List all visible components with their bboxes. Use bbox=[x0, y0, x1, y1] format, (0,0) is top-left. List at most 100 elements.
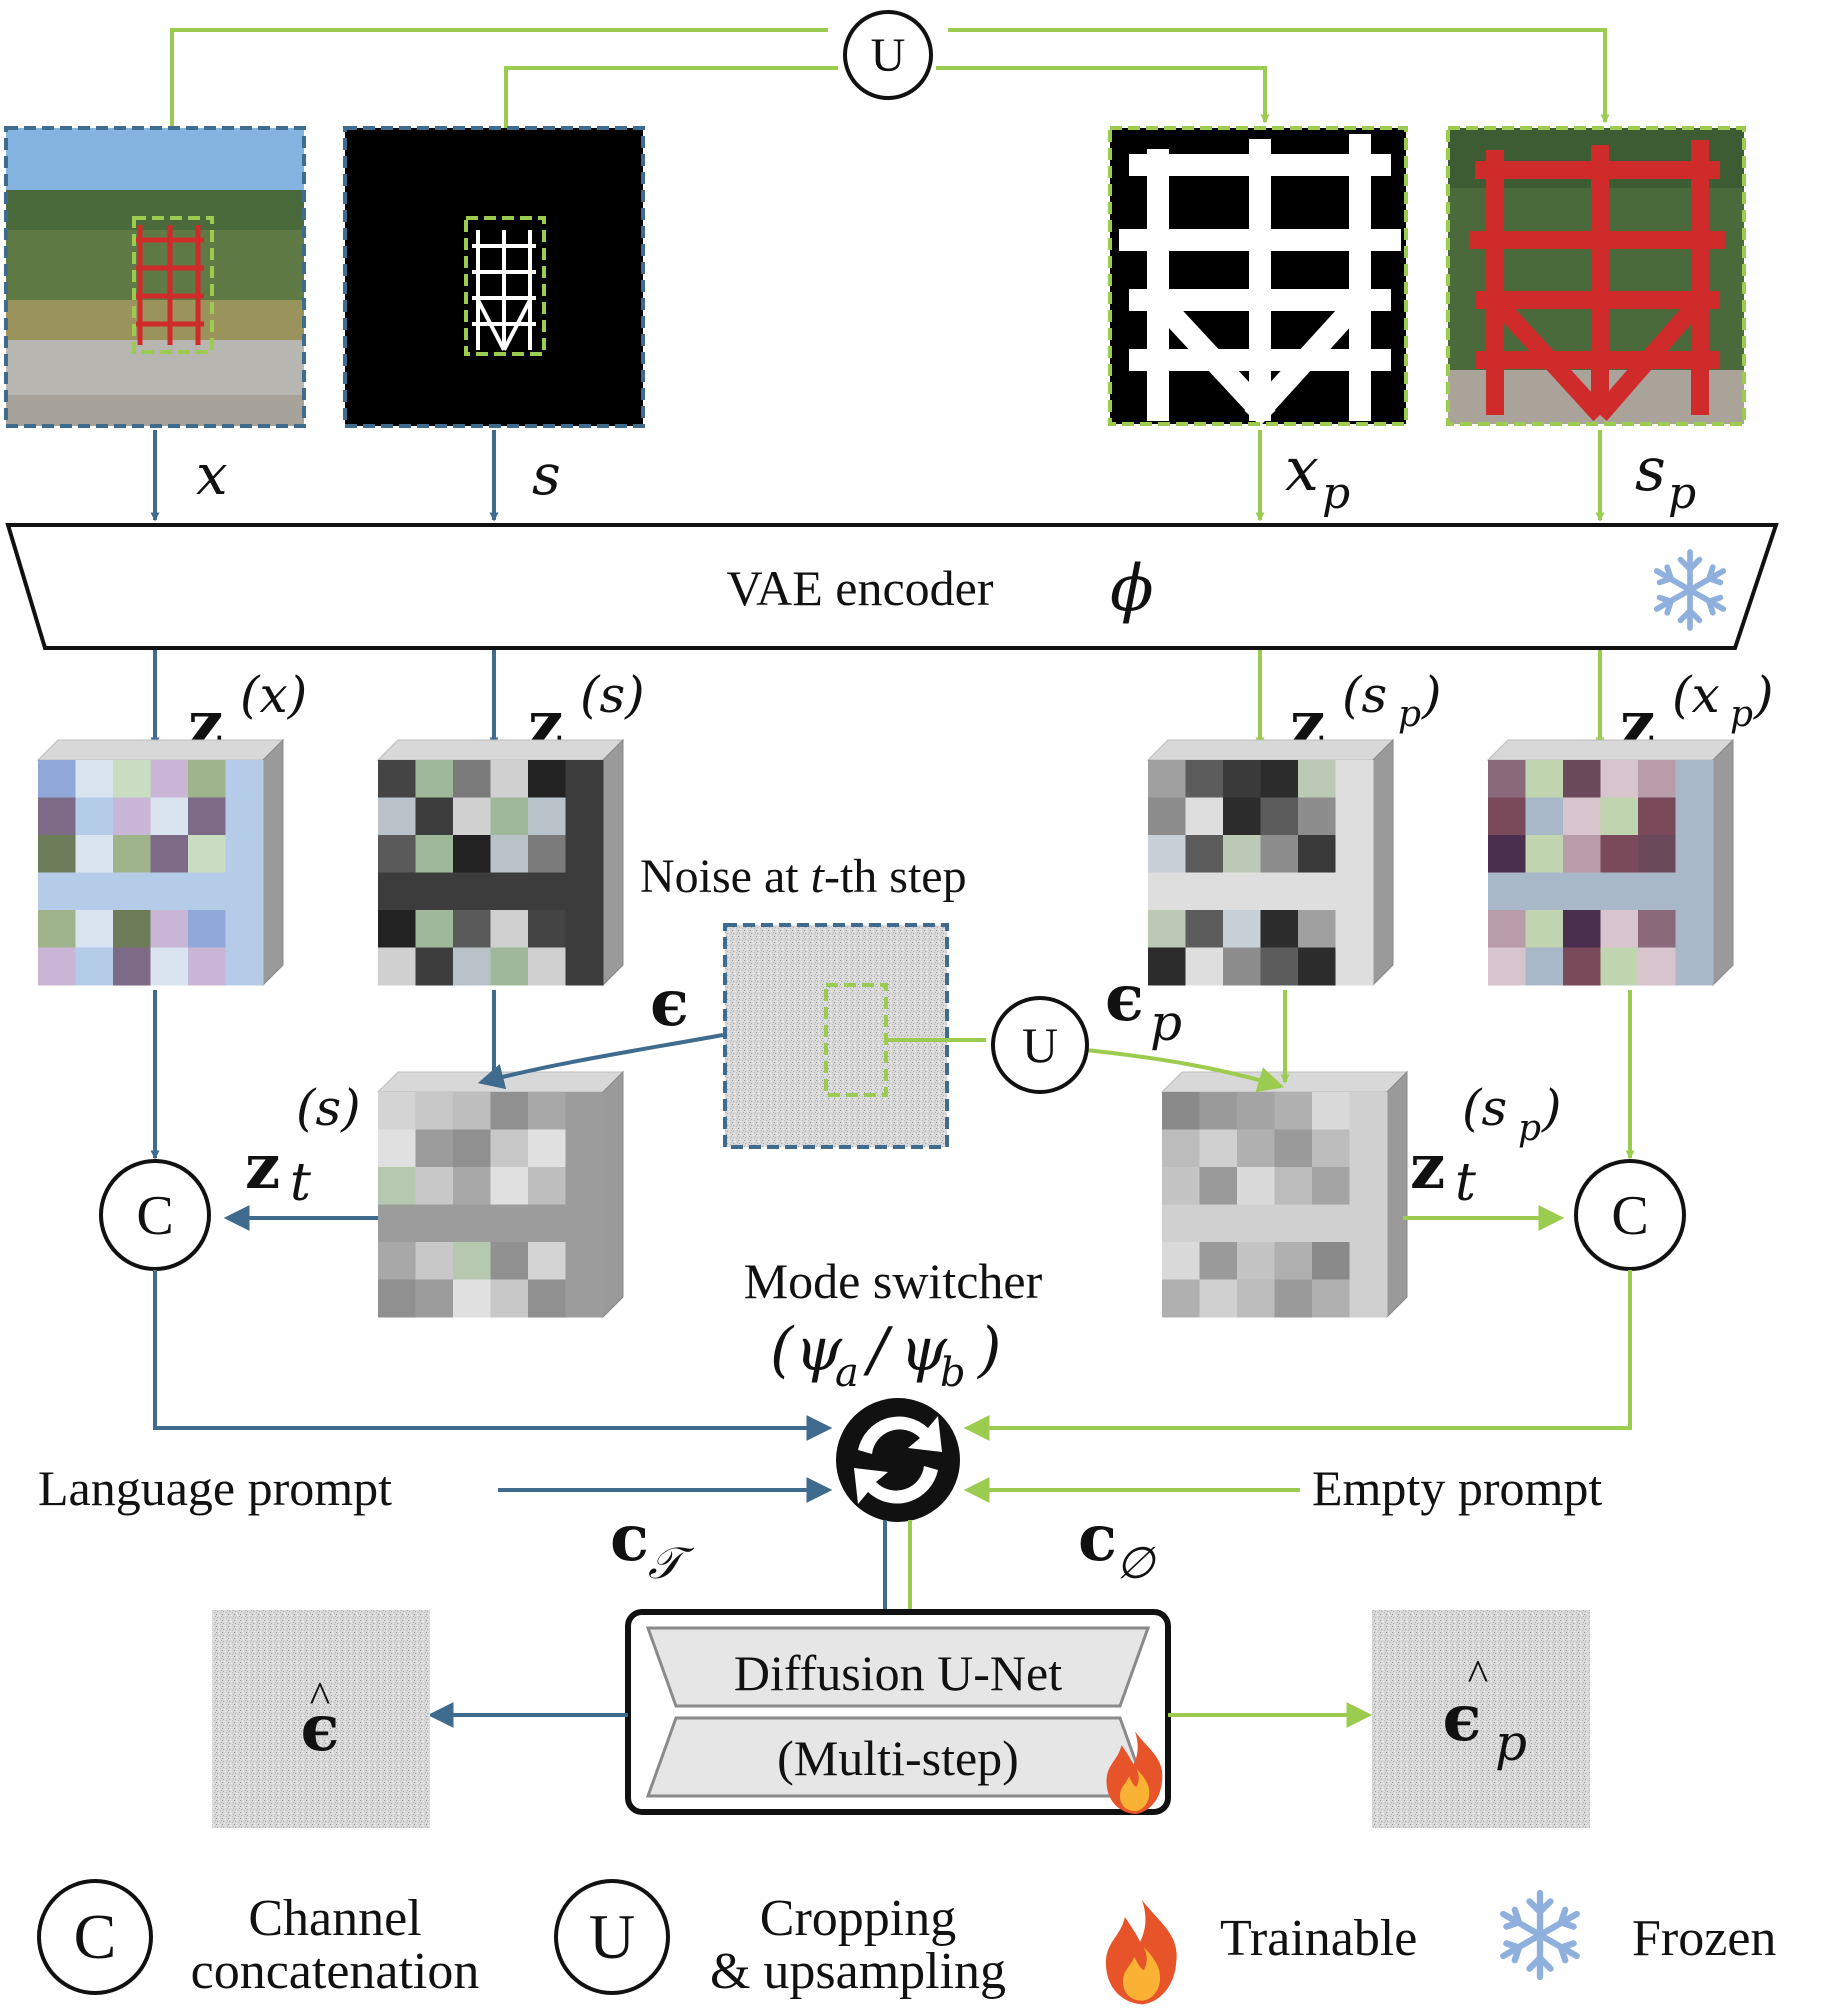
label-x-p: x p bbox=[1285, 435, 1350, 519]
latent-label-z-x-p: z (x p ) bbox=[1620, 666, 1774, 760]
concat-node-left-label: C bbox=[136, 1185, 173, 1247]
label-x-p-base: x bbox=[1285, 435, 1319, 505]
output-eps-p-hat: ϵ p ^ bbox=[1372, 1610, 1590, 1828]
output-eps-hat-accent: ^ bbox=[310, 1673, 331, 1722]
zt-sp-close: ) bbox=[1541, 1079, 1562, 1137]
zt-sp-base: z bbox=[1410, 1130, 1445, 1203]
c-T-base: c bbox=[610, 1501, 649, 1576]
latent-z-xp-close: ) bbox=[1753, 666, 1774, 724]
eps-p-sub: p bbox=[1150, 994, 1182, 1052]
noisy-latent-cube-s bbox=[376, 1070, 625, 1319]
latent-label-z-x: z (x) bbox=[188, 666, 307, 760]
mode-formula-psi-b: ψ bbox=[900, 1315, 948, 1385]
output-eps-p-hat-accent: ^ bbox=[1468, 1651, 1489, 1700]
upsample-node-mid: U bbox=[991, 996, 1089, 1094]
diffusion-unet: Diffusion U-Net (Multi-step) bbox=[625, 1609, 1171, 1815]
zt-sp-subsub: p bbox=[1518, 1108, 1541, 1149]
legend-fire-icon bbox=[1105, 1899, 1177, 2005]
legend-concat-line2: concatenation bbox=[191, 1943, 480, 2000]
legend-concat-line1: Channel bbox=[248, 1890, 421, 1947]
unet-line1: Diffusion U-Net bbox=[734, 1645, 1062, 1701]
mode-formula-sub-a: a bbox=[835, 1350, 859, 1396]
latent-z-sp-close: ) bbox=[1421, 666, 1442, 724]
label-s: s bbox=[532, 443, 561, 508]
legend-upsample-line2: & upsampling bbox=[710, 1943, 1006, 2000]
eps-p-base: ϵ bbox=[1105, 961, 1144, 1036]
concat-node-right: C bbox=[1574, 1159, 1686, 1271]
label-x: x bbox=[196, 443, 228, 508]
switcher-input-arrows bbox=[153, 1270, 1632, 1612]
zt-s-sup: (s) bbox=[296, 1079, 361, 1137]
latent-cube-x bbox=[36, 738, 285, 987]
c-empty-label: c ∅ bbox=[1078, 1501, 1156, 1589]
output-eps-p-hat-symbol: ϵ bbox=[1443, 1681, 1482, 1756]
label-s-p-base: s bbox=[1635, 435, 1666, 505]
latent-z-sp-sup: (s bbox=[1342, 666, 1387, 724]
latent-z-x-sup: (x) bbox=[240, 666, 307, 724]
legend: C Channel concatenation U Cropping & ups… bbox=[37, 1879, 1776, 2005]
input-image-s-p bbox=[1446, 126, 1746, 426]
label-s-p-sub: p bbox=[1668, 468, 1696, 519]
zt-sp-sub: t bbox=[1455, 1153, 1476, 1213]
zt-sp-sup: (s bbox=[1462, 1079, 1507, 1137]
latent-z-sp-subsub: p bbox=[1398, 694, 1421, 735]
noise-title: Noise at t-th step bbox=[640, 850, 967, 903]
c-T-label: c 𝒯 bbox=[610, 1501, 695, 1589]
noise-title-t: t bbox=[811, 850, 826, 903]
legend-frozen-label: Frozen bbox=[1632, 1910, 1776, 1967]
noise-title-before: Noise at bbox=[640, 850, 811, 903]
legend-trainable: Trainable bbox=[1105, 1899, 1417, 2005]
input-image-x bbox=[4, 126, 306, 428]
c-empty-sub: ∅ bbox=[1116, 1538, 1156, 1589]
encoder-input-arrows bbox=[150, 430, 1605, 522]
output-eps-hat-symbol: ϵ bbox=[301, 1691, 340, 1766]
noise-box bbox=[723, 923, 949, 1149]
empty-prompt-label: Empty prompt bbox=[1312, 1460, 1602, 1516]
latent-cube-s bbox=[376, 738, 625, 987]
input-image-x-p bbox=[1108, 126, 1408, 426]
language-prompt-label: Language prompt bbox=[38, 1460, 392, 1516]
mode-switcher-icon bbox=[836, 1398, 960, 1522]
eps-arrow bbox=[477, 1033, 724, 1090]
legend-trainable-label: Trainable bbox=[1220, 1910, 1417, 1967]
legend-snowflake-icon bbox=[1503, 1893, 1577, 1977]
upsample-node-top: U bbox=[843, 10, 933, 100]
mode-formula-open: ( bbox=[770, 1315, 795, 1385]
encoder-output-arrows bbox=[150, 650, 1605, 747]
legend-upsample: U Cropping & upsampling bbox=[554, 1879, 1006, 2000]
upsample-node-top-label: U bbox=[871, 29, 906, 82]
noisy-latent-label-s: z t (s) bbox=[245, 1079, 361, 1213]
concat-node-left: C bbox=[99, 1159, 211, 1271]
latent-z-xp-subsub: p bbox=[1730, 694, 1753, 735]
zt-s-sub: t bbox=[290, 1153, 311, 1213]
eps-p-label: ϵ p bbox=[1105, 961, 1182, 1052]
mode-formula-close: ) bbox=[976, 1315, 1001, 1385]
latent-z-s-sup: (s) bbox=[580, 666, 645, 724]
eps-label: ϵ bbox=[650, 966, 689, 1041]
vae-encoder: VAE encoder ϕ bbox=[5, 523, 1779, 650]
legend-concat-symbol: C bbox=[74, 1901, 117, 1972]
upsample-node-mid-label: U bbox=[1022, 1017, 1058, 1073]
latent-cubes bbox=[36, 738, 1735, 1319]
output-eps-hat: ϵ ^ bbox=[212, 1610, 430, 1828]
latent-cube-s-p bbox=[1146, 738, 1395, 987]
latent-z-xp-sup: (x bbox=[1672, 666, 1720, 724]
latent-cube-x-p bbox=[1486, 738, 1735, 987]
mode-switcher-title: Mode switcher bbox=[744, 1253, 1043, 1309]
concat-node-right-label: C bbox=[1611, 1185, 1648, 1247]
legend-upsample-line1: Cropping bbox=[760, 1890, 956, 1947]
mode-switcher-formula: ( ψ a / ψ b ) bbox=[770, 1315, 1001, 1396]
latent-vertical-arrows bbox=[150, 990, 1635, 1160]
eps-p-arrow bbox=[1085, 1048, 1285, 1093]
legend-upsample-symbol: U bbox=[589, 1901, 635, 1972]
noisy-latent-cube-s-p bbox=[1160, 1070, 1409, 1319]
mode-formula-slash: / bbox=[863, 1315, 894, 1385]
unet-line2: (Multi-step) bbox=[777, 1730, 1019, 1786]
c-T-sub: 𝒯 bbox=[648, 1538, 695, 1589]
vae-encoder-symbol: ϕ bbox=[1110, 552, 1154, 626]
noise-title-after: -th step bbox=[824, 850, 967, 903]
label-x-p-sub: p bbox=[1322, 468, 1350, 519]
mode-formula-psi-a: ψ bbox=[795, 1315, 843, 1385]
c-empty-base: c bbox=[1078, 1501, 1117, 1576]
